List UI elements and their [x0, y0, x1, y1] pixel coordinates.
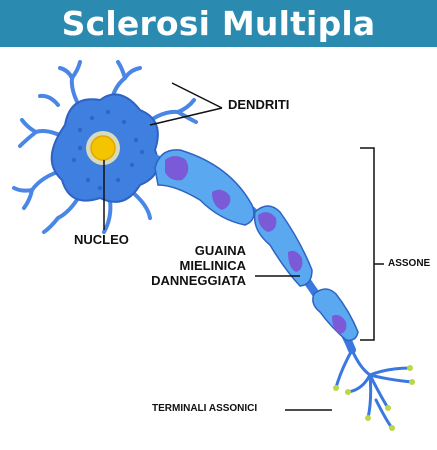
label-guaina-mielinica: GUAINA MIELINICA DANNEGGIATA — [146, 243, 246, 289]
myelin-segment — [312, 288, 359, 342]
nucleus — [86, 131, 120, 165]
title-bar: Sclerosi Multipla — [0, 0, 437, 47]
label-assone: ASSONE — [388, 258, 431, 269]
myelin-segment — [253, 205, 313, 287]
page-title: Sclerosi Multipla — [61, 4, 376, 43]
label-dendriti: DENDRITI — [228, 97, 290, 112]
label-guaina-line3: DANNEGGIATA — [151, 272, 246, 288]
axon-terminals — [334, 348, 414, 430]
label-terminali-assonici: TERMINALI ASSONICI — [152, 403, 258, 414]
label-guaina-line2: MIELINICA — [179, 257, 246, 273]
label-guaina-line1: GUAINA — [194, 243, 246, 258]
neuron-diagram — [12, 60, 415, 431]
myelin-sheath — [154, 149, 359, 342]
terminal-tips — [333, 365, 415, 431]
leader-lines — [103, 82, 384, 411]
label-nucleo: NUCLEO — [74, 232, 129, 247]
myelin-segment — [154, 149, 255, 226]
